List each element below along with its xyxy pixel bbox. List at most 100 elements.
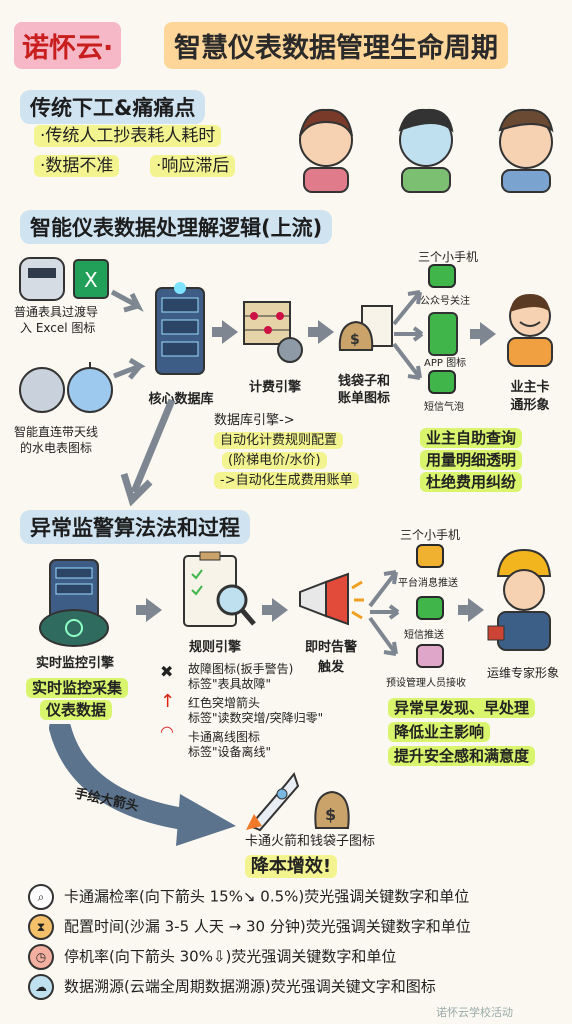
worried-people-illustration	[299, 108, 554, 193]
maintenance-expert-icon	[487, 548, 552, 651]
megaphone-alarm-icon	[299, 572, 364, 626]
app-phone-icon	[428, 312, 458, 356]
kpi-row-1: ⌕卡通漏检率(向下箭头 15%↘ 0.5%)荧光强调关键数字和单位	[28, 884, 568, 912]
benefit3-2: 降低业主影响	[388, 722, 491, 742]
db-label: 核心数据库	[148, 392, 214, 407]
meter-label-1: 普通表具过渡导	[14, 305, 99, 319]
billing-label: 计费引擎	[248, 380, 301, 395]
section3-heading: 异常监警算法法和过程	[20, 510, 250, 544]
sms-push-icon	[416, 596, 444, 620]
benefit-3: 杜绝费用纠纷	[420, 472, 523, 492]
crying-man-icon	[498, 108, 554, 193]
pain-point-2: ·数据不准	[34, 155, 120, 177]
phone-app	[428, 312, 458, 356]
electric-meter-icon	[19, 257, 65, 301]
smart-label-1: 智能直连带天线	[14, 425, 99, 439]
kpi-row-2: ⧗配置时间(沙漏 3-5 人天 → 30 分钟)荧光强调关键数字和单位	[28, 914, 568, 942]
kpi-row-3: ◷停机率(向下箭头 30%⇩)荧光强调关键数字和单位	[28, 944, 568, 972]
rule-label: 规则引擎	[188, 640, 241, 655]
slogan: 降本增效!	[236, 852, 346, 878]
cloud-icon: ☁	[28, 974, 54, 1000]
monitor-sub-1: 实时监控采集	[26, 678, 129, 698]
expert-label: 运维专家形象	[486, 666, 559, 680]
hourglass-icon: ⧗	[28, 914, 54, 940]
rule-5: 卡通离线图标	[188, 730, 261, 744]
arrow-db-monitor	[120, 398, 176, 506]
svg-text:$: $	[350, 332, 360, 348]
phone-sms	[428, 370, 456, 394]
benefit3-1: 异常早发现、早处理	[388, 698, 536, 718]
phone3-item-2: 短信推送	[404, 630, 444, 641]
magnifier-icon: ⌕	[28, 884, 54, 910]
clock-icon: ◷	[28, 944, 54, 970]
money-bag-icon: $	[314, 790, 350, 829]
benefit-1: 业主自助查询	[420, 428, 523, 448]
phones-title-1: 三个小手机	[417, 250, 478, 264]
phone3-item-3: 预设管理人员接收	[386, 678, 466, 689]
money-bag-bill-icon: $	[338, 305, 393, 351]
rocket-icon	[246, 771, 300, 832]
owner-label-2: 通形象	[510, 398, 550, 413]
section1-heading: 传统下工&痛痛点	[20, 90, 206, 124]
offline-signal-icon: ◠	[160, 722, 174, 741]
smart-label-2: 的水电表图标	[20, 441, 93, 455]
database-server-icon	[155, 282, 205, 375]
sms-bubble-icon	[428, 370, 456, 394]
monitor-server-radar-icon	[39, 559, 109, 647]
meter-excel-illustration: X	[19, 257, 109, 301]
manager-person-icon	[416, 644, 444, 668]
bag-label-1: 钱袋子和	[337, 374, 390, 389]
phone-sms2	[416, 596, 444, 620]
wrench-warning-icon: ✖	[160, 662, 174, 681]
title-part2: 智慧仪表数据管理生命周期	[164, 22, 508, 69]
fan-arrows-2	[368, 570, 400, 656]
benefit3-3: 提升安全感和满意度	[388, 746, 536, 766]
clipboard-magnifier-icon	[183, 551, 256, 627]
engine-text-2: 自动化计费规则配置	[214, 432, 344, 449]
red-up-arrow-icon: ↑	[160, 691, 176, 712]
phone3-item-1: 平台消息推送	[398, 578, 458, 589]
rule-2: 标签"表具故障"	[188, 677, 272, 691]
rocket-moneybag-illustration: $	[246, 771, 350, 832]
pain-point-1: ·传统人工抄表耗人耗时	[34, 125, 222, 147]
smart-meter-illustration	[19, 362, 113, 413]
phone-item-2: APP 图标	[424, 358, 467, 369]
owner-cartoon-icon	[507, 294, 553, 367]
rule-4: 标签"读数突增/突降归零"	[188, 711, 324, 725]
phone-item-1: 公众号关注	[420, 296, 470, 307]
big-hand-drawn-arrow	[49, 724, 236, 846]
smart-water-meter-icon	[67, 367, 113, 413]
rule-icons: ✖ ↑ ◠	[160, 662, 184, 741]
fan-arrows-1	[392, 290, 424, 380]
excel-icon	[73, 259, 109, 299]
phone-manager	[416, 644, 444, 668]
alarm-label-2: 触发	[317, 660, 344, 675]
rule-6: 标签"设备离线"	[188, 745, 272, 759]
platform-message-icon	[416, 544, 444, 568]
monitor-label: 实时监控引擎	[35, 656, 114, 671]
svg-text:X: X	[84, 268, 98, 292]
wechat-icon	[428, 264, 456, 288]
svg-text:$: $	[325, 805, 336, 824]
engine-text-3: (阶梯电价/水价)	[222, 452, 327, 469]
rule-3: 红色突增箭头	[188, 696, 261, 710]
page-title: 诺怀云· 智慧仪表数据管理生命周期	[14, 18, 558, 74]
pain-point-3: ·响应滞后	[150, 155, 236, 177]
owner-label-1: 业主卡	[510, 380, 550, 395]
phone-platform	[416, 544, 444, 568]
phone-wechat	[428, 264, 456, 288]
section2-heading: 智能仪表数据处理解逻辑(上流)	[20, 210, 333, 244]
title-part1: 诺怀云·	[14, 22, 122, 69]
rule-1: 故障图标(扳手警告)	[188, 662, 294, 676]
engine-text-4: ->自动化生成费用账单	[214, 472, 359, 489]
woman-face-icon	[299, 108, 353, 193]
phone-item-3: 短信气泡	[424, 402, 464, 413]
watermark: 诺怀云学校活动	[436, 1006, 513, 1019]
rocket-label: 卡通火箭和钱袋子图标	[244, 834, 375, 849]
smart-electric-meter-icon	[19, 367, 65, 413]
phones-title-2: 三个小手机	[399, 528, 460, 542]
kpi-row-4: ☁数据溯源(云端全周期数据溯源)荧光强调关键文字和图标	[28, 974, 568, 1002]
input-arrows	[110, 289, 146, 380]
man-face-icon	[398, 108, 454, 193]
engine-text-1: 数据库引擎->	[214, 413, 295, 428]
